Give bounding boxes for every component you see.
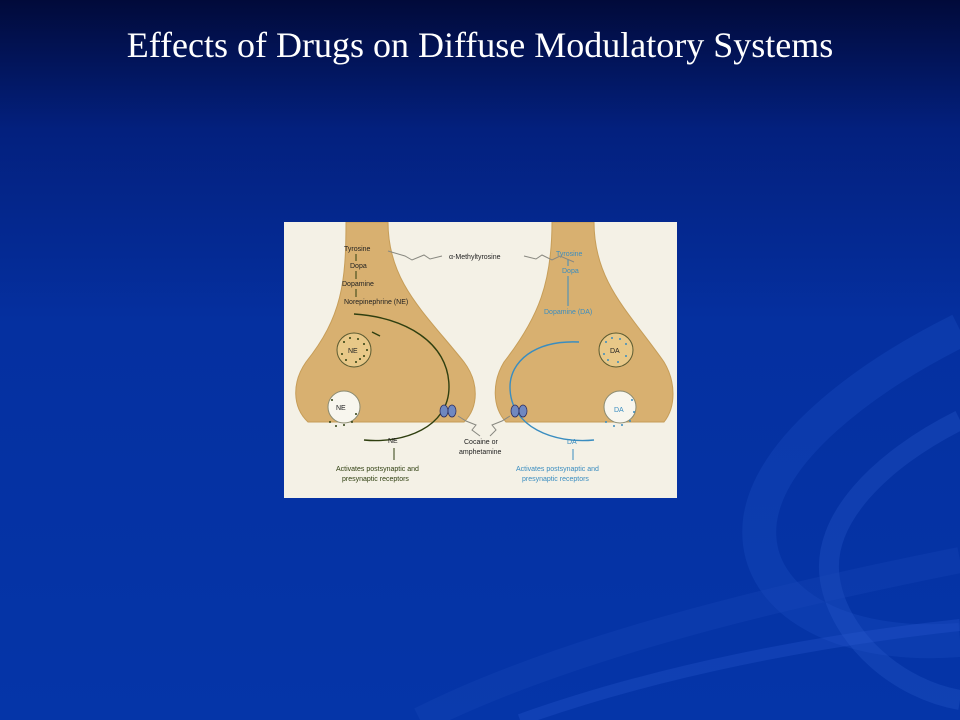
ne-release-dots	[329, 399, 357, 427]
drug-cocaine-line1: Cocaine or	[464, 439, 499, 446]
ne-vesicle-label: NE	[348, 348, 358, 355]
ne-transporter-left	[439, 404, 449, 418]
da-release-vesicle	[603, 390, 637, 424]
da-effect-line1: Activates postsynaptic and	[516, 466, 599, 473]
drug-cocaine-line2: amphetamine	[459, 449, 502, 456]
da-effect-line2: presynaptic receptors	[522, 476, 589, 483]
da-step-tyrosine: Tyrosine	[556, 251, 583, 258]
da-release-dots	[605, 399, 635, 427]
ne-release-vesicle	[327, 390, 361, 424]
cocaine-inhibition-left	[457, 415, 481, 437]
ne-effect-line2: presynaptic receptors	[342, 476, 409, 483]
da-vesicle-dots	[603, 337, 627, 363]
ne-transporter-right	[447, 404, 457, 418]
ne-step-dopa: Dopa	[350, 263, 367, 270]
da-step-dopa: Dopa	[562, 268, 579, 275]
da-transporter-left	[510, 404, 520, 418]
ne-released-label: NE	[336, 405, 346, 412]
drug-methyltyrosine-label: α-Methyltyrosine	[449, 254, 501, 261]
da-transporter-right	[518, 404, 528, 418]
ne-loop-arrow	[371, 331, 381, 337]
synapse-diagram: Tyrosine Dopa Dopamine Norepinephrine (N…	[295, 222, 674, 483]
cocaine-inhibition-right	[489, 415, 511, 437]
da-vesicle-label: DA	[610, 348, 620, 355]
da-storage-vesicle	[598, 332, 634, 368]
ne-vesicle-dots	[341, 337, 368, 363]
da-released-label: DA	[614, 407, 624, 414]
da-terminal-body	[494, 222, 674, 423]
ne-step-norepinephrine: Norepinephrine (NE)	[344, 299, 408, 306]
ne-effect-line1: Activates postsynaptic and	[336, 466, 419, 473]
ne-step-dopamine: Dopamine	[342, 281, 374, 288]
da-cleft-label: DA	[567, 439, 577, 446]
ne-step-tyrosine: Tyrosine	[344, 246, 371, 253]
slide-title: Effects of Drugs on Diffuse Modulatory S…	[126, 25, 834, 65]
methyltyrosine-inhibition-left	[387, 250, 443, 261]
methyltyrosine-inhibition-right	[523, 254, 575, 263]
synapse-figure: Tyrosine Dopa Dopamine Norepinephrine (N…	[284, 222, 677, 498]
ne-reuptake-loop	[353, 313, 450, 442]
ne-cleft-label: NE	[388, 438, 398, 445]
da-step-dopamine: Dopamine (DA)	[544, 309, 592, 316]
ne-terminal-body	[295, 222, 476, 423]
ne-storage-vesicle	[336, 332, 372, 368]
da-reuptake-loop	[509, 341, 595, 442]
